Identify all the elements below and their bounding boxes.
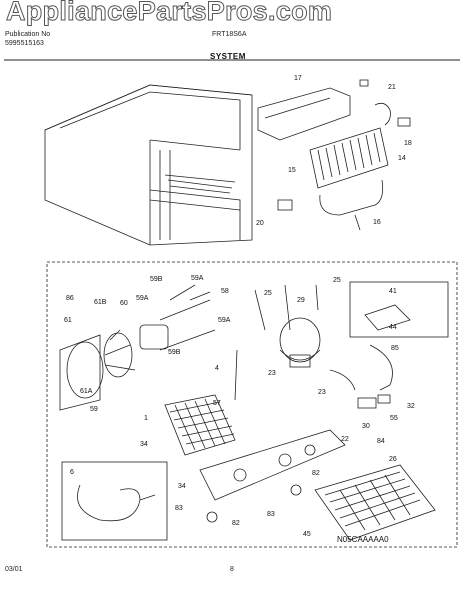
callout-34a: 34 (140, 441, 148, 448)
callout-30: 30 (362, 423, 370, 430)
base-plate (199, 429, 346, 501)
callout-14: 14 (398, 155, 406, 162)
section-title: SYSTEM (210, 52, 246, 61)
cabinet (44, 84, 253, 246)
callout-86: 86 (66, 295, 74, 302)
callout-16: 16 (373, 219, 381, 226)
callout-labels: 17 21 18 15 14 20 16 25 25 59B 59A 58 86… (64, 75, 415, 538)
condenser-coil (164, 394, 236, 456)
callout-59a-top: 59A (191, 275, 204, 282)
model-number: FRT18S6A (212, 31, 247, 38)
callout-82a: 82 (312, 470, 320, 477)
callout-61a: 61A (80, 388, 93, 395)
page-number: 8 (230, 566, 234, 573)
callout-15: 15 (288, 167, 296, 174)
callout-23a: 23 (268, 370, 276, 377)
footer-date: 03/01 (5, 566, 23, 573)
callout-29: 29 (297, 297, 305, 304)
callout-55: 55 (390, 415, 398, 422)
callout-17: 17 (294, 75, 302, 82)
callout-22: 22 (341, 436, 349, 443)
drain-pan (314, 464, 436, 541)
publication-label: Publication No (5, 31, 51, 38)
watermark: AppliancePartsPros.com (5, 0, 333, 27)
callout-59a-mid: 59A (136, 295, 149, 302)
evaporator-coil (309, 127, 389, 189)
callout-25a: 25 (264, 290, 272, 297)
callout-84: 84 (377, 438, 385, 445)
compressor (279, 317, 321, 368)
callout-18: 18 (404, 140, 412, 147)
callout-23b: 23 (318, 389, 326, 396)
diagram-code: N05CAAAAA0 (337, 535, 389, 544)
condenser-fan-assembly (59, 284, 216, 411)
callout-61: 61 (64, 317, 72, 324)
callout-59b-mid: 59B (168, 349, 181, 356)
callout-32: 32 (407, 403, 415, 410)
callout-41: 41 (389, 288, 397, 295)
callout-34b: 34 (178, 483, 186, 490)
callout-20: 20 (256, 220, 264, 227)
callout-61b: 61B (94, 299, 107, 306)
callout-59: 59 (90, 406, 98, 413)
callout-21: 21 (388, 84, 396, 91)
callout-6: 6 (70, 469, 74, 476)
callout-4: 4 (215, 365, 219, 372)
callout-58: 58 (221, 288, 229, 295)
callout-57: 57 (213, 400, 221, 407)
publication-number: 5995515163 (5, 40, 44, 47)
callout-26: 26 (389, 456, 397, 463)
callout-59b-top: 59B (150, 276, 163, 283)
callout-45: 45 (303, 531, 311, 538)
callout-85: 85 (391, 345, 399, 352)
callout-82b: 82 (232, 520, 240, 527)
callout-1: 1 (144, 415, 148, 422)
callout-25b: 25 (333, 277, 341, 284)
callout-83a: 83 (175, 505, 183, 512)
callout-60: 60 (120, 300, 128, 307)
callout-59a-right: 59A (218, 317, 231, 324)
callout-83b: 83 (267, 511, 275, 518)
callout-44: 44 (389, 324, 397, 331)
